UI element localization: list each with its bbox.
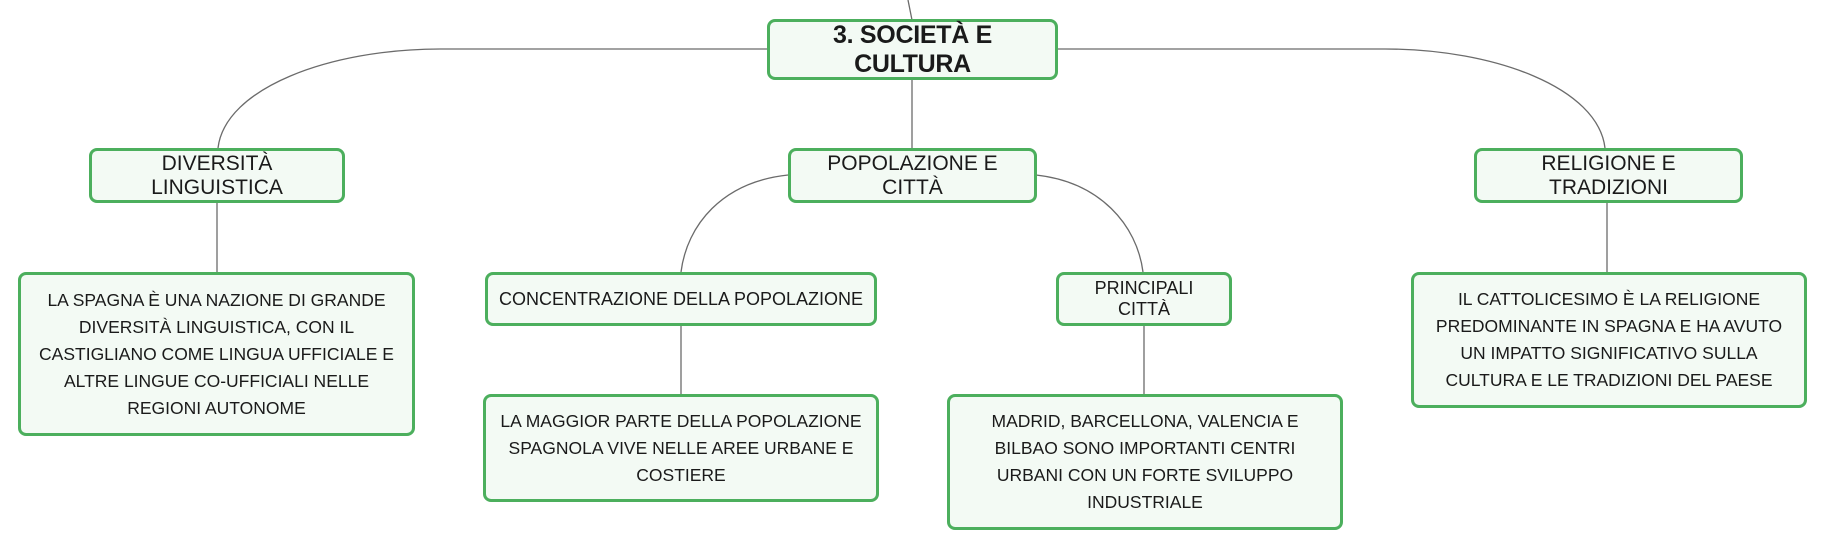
connector-root-to-diversita	[217, 48, 768, 149]
detail-diversita-linguistica[interactable]: LA SPAGNA È UNA NAZIONE DI GRANDE DIVERS…	[18, 272, 415, 436]
branch-diversita-linguistica[interactable]: DIVERSITÀ LINGUISTICA	[89, 148, 345, 203]
root-topic-node[interactable]: 3. SOCIETÀ E CULTURA	[767, 19, 1058, 80]
branch-popolazione-e-citta[interactable]: POPOLAZIONE E CITTÀ	[788, 148, 1037, 203]
detail-religione-e-tradizioni-text: IL CATTOLICESIMO È LA RELIGIONE PREDOMIN…	[1435, 289, 1783, 390]
detail-religione-e-tradizioni[interactable]: IL CATTOLICESIMO È LA RELIGIONE PREDOMIN…	[1411, 272, 1807, 408]
detail-principali-citta-text: MADRID, BARCELLONA, VALENCIA E BILBAO SO…	[991, 411, 1299, 512]
sub-principali-citta-label: PRINCIPALI CITTÀ	[1094, 278, 1194, 319]
sub-concentrazione-popolazione[interactable]: CONCENTRAZIONE DELLA POPOLAZIONE	[485, 272, 877, 326]
connector-root-to-religione	[1058, 48, 1606, 149]
connector-parent-to-root	[907, 0, 913, 21]
connector-popolazione-to-citta	[1035, 174, 1144, 273]
branch-diversita-linguistica-label: DIVERSITÀ LINGUISTICA	[151, 151, 283, 199]
root-topic-label: 3. SOCIETÀ E CULTURA	[833, 20, 992, 78]
branch-popolazione-e-citta-label: POPOLAZIONE E CITTÀ	[827, 151, 998, 199]
detail-concentrazione-popolazione[interactable]: LA MAGGIOR PARTE DELLA POPOLAZIONE SPAGN…	[483, 394, 879, 502]
detail-concentrazione-popolazione-text: LA MAGGIOR PARTE DELLA POPOLAZIONE SPAGN…	[500, 410, 862, 485]
branch-religione-e-tradizioni[interactable]: RELIGIONE E TRADIZIONI	[1474, 148, 1743, 203]
sub-concentrazione-popolazione-label: CONCENTRAZIONE DELLA POPOLAZIONE	[498, 288, 864, 309]
connector-popolazione-to-concentrazione	[680, 174, 789, 273]
detail-diversita-linguistica-text: LA SPAGNA È UNA NAZIONE DI GRANDE DIVERS…	[39, 289, 394, 418]
sub-principali-citta[interactable]: PRINCIPALI CITTÀ	[1056, 272, 1232, 326]
branch-religione-e-tradizioni-label: RELIGIONE E TRADIZIONI	[1541, 151, 1676, 199]
detail-principali-citta[interactable]: MADRID, BARCELLONA, VALENCIA E BILBAO SO…	[947, 394, 1343, 530]
